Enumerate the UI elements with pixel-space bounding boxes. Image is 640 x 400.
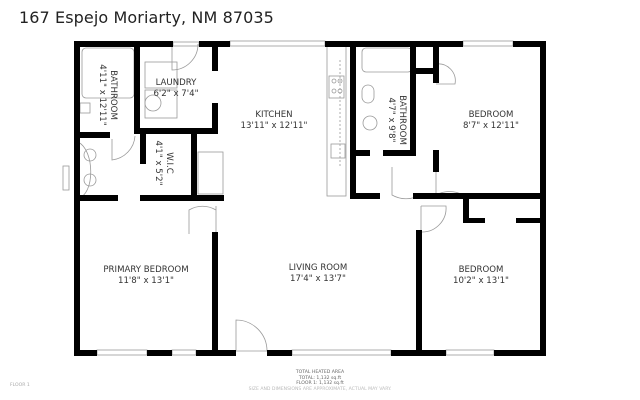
sink-icon [362, 115, 378, 131]
room-label-bedroom-ne: BEDROOM 8'7" x 12'11" [463, 110, 519, 132]
room-name: LIVING ROOM [288, 263, 348, 273]
room-label-primary-bedroom: PRIMARY BEDROOM 11'8" x 13'1" [103, 265, 188, 287]
walls [74, 41, 546, 356]
room-name: BATHROOM [397, 95, 407, 145]
room-name: BATHROOM [108, 70, 118, 120]
floor1-area: FLOOR 1: 1,132 sq.ft [296, 381, 344, 386]
room-dimensions: 8'7" x 12'11" [463, 121, 519, 131]
room-label-living-room: LIVING ROOM 17'4" x 13'7" [289, 263, 347, 285]
room-dimensions: 4'1" x 5'2" [153, 140, 163, 186]
room-label-bathroom-2: BATHROOM 4'7" x 9'8" [385, 95, 407, 145]
room-label-wic: W.I.C 4'1" x 5'2" [152, 140, 174, 185]
bathtub-icon-2 [361, 47, 413, 73]
floor-label: FLOOR 1 [10, 383, 30, 388]
disclaimer: SIZE AND DIMENSIONS ARE APPROXIMATE, ACT… [248, 386, 392, 392]
room-name: W.I.C [164, 152, 174, 174]
room-dimensions: 4'11" x 12'11" [97, 64, 107, 126]
room-dimensions: 11'8" x 13'1" [118, 276, 174, 286]
room-label-bedroom-se: BEDROOM 10'2" x 13'1" [453, 265, 509, 287]
room-dimensions: 4'7" x 9'8" [386, 97, 396, 143]
room-name: BEDROOM [468, 110, 514, 120]
kitchen-sink-icon [330, 143, 346, 159]
room-name: LAUNDRY [155, 78, 197, 88]
room-dimensions: 6'2" x 7'4" [153, 89, 199, 99]
room-name: PRIMARY BEDROOM [103, 265, 189, 275]
area-summary: TOTAL HEATED AREA TOTAL: 1,132 sq.ft FLO… [249, 370, 392, 392]
room-label-laundry: LAUNDRY 6'2" x 7'4" [153, 78, 198, 100]
room-dimensions: 17'4" x 13'7" [289, 274, 346, 284]
room-name: BEDROOM [458, 265, 504, 275]
total-area: TOTAL: 1,132 sq.ft [298, 375, 342, 381]
area-heading: TOTAL HEATED AREA [295, 370, 345, 375]
room-label-bathroom-1: BATHROOM 4'11" x 12'11" [96, 64, 118, 125]
room-dimensions: 10'2" x 13'1" [453, 276, 509, 286]
toilet-icon [361, 84, 375, 104]
room-label-kitchen: KITCHEN 13'11" x 12'11" [241, 110, 308, 132]
room-name: KITCHEN [255, 110, 293, 120]
property-address-title: 167 Espejo Moriarty, NM 87035 [19, 8, 274, 27]
room-dimensions: 13'11" x 12'11" [240, 121, 308, 131]
stove-icon [328, 75, 345, 99]
